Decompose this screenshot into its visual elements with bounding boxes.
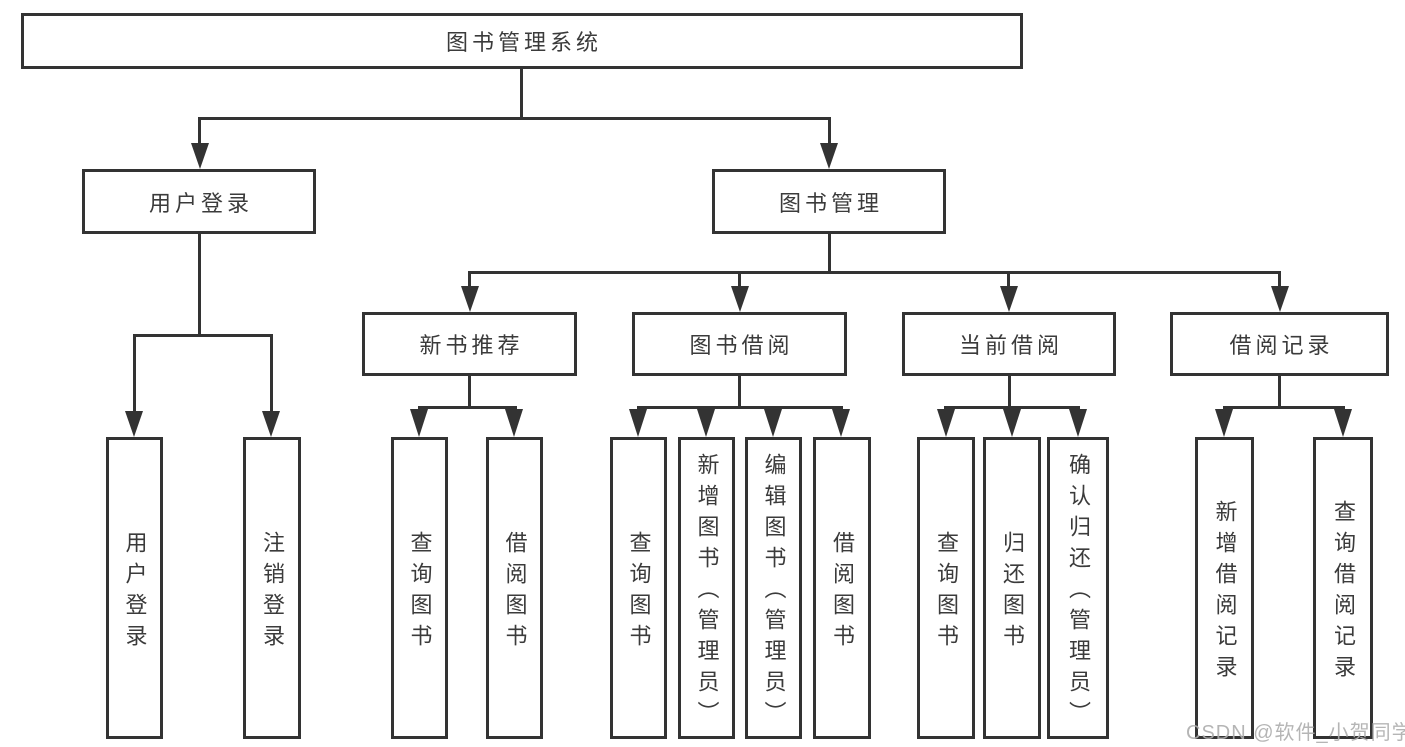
node-book-borrow-label: 图书借阅: [689, 333, 794, 358]
arrowhead-icon: [1215, 409, 1233, 437]
arrowhead-icon: [1334, 409, 1352, 437]
connector-drop: [1007, 271, 1010, 291]
connector-book-borrow-rail: [637, 406, 843, 409]
arrowhead-icon: [505, 409, 523, 437]
connector-book-borrow-stem: [738, 376, 741, 409]
arrowhead-icon: [629, 409, 647, 437]
leaf-user-login: 用户登录: [106, 437, 163, 739]
leaf-add-book-admin-label: 新增图书（管理员）: [694, 453, 720, 732]
leaf-query-borrow-record: 查询借阅记录: [1313, 437, 1373, 739]
connector-borrow-records-rail: [1223, 406, 1345, 409]
node-current-borrow: 当前借阅: [902, 312, 1116, 376]
arrowhead-icon: [764, 409, 782, 437]
arrowhead-icon: [410, 409, 428, 437]
arrowhead-icon: [697, 409, 715, 437]
node-new-book-recommend: 新书推荐: [362, 312, 577, 376]
connector-root-rail: [198, 117, 831, 120]
leaf-logout-label: 注销登录: [260, 530, 285, 655]
node-new-book-recommend-label: 新书推荐: [419, 333, 524, 358]
leaf-borrow-book-recommend: 借阅图书: [486, 437, 543, 739]
arrowhead-icon: [461, 286, 479, 312]
leaf-query-book-borrow: 查询图书: [610, 437, 667, 739]
node-borrow-records-label: 借阅记录: [1229, 333, 1334, 358]
arrowhead-icon: [937, 409, 955, 437]
node-borrow-records: 借阅记录: [1170, 312, 1389, 376]
leaf-query-book-recommend: 查询图书: [391, 437, 448, 739]
leaf-logout: 注销登录: [243, 437, 301, 739]
leaf-query-book-recommend-label: 查询图书: [407, 530, 433, 655]
arrowhead-icon: [820, 143, 838, 169]
connector-drop: [738, 271, 741, 291]
leaf-borrow-book: 借阅图书: [813, 437, 871, 739]
arrowhead-icon: [125, 411, 143, 437]
arrowhead-icon: [191, 143, 209, 169]
connector-book-management-stem: [828, 234, 831, 274]
arrowhead-icon: [1003, 409, 1021, 437]
arrowhead-icon: [1069, 409, 1087, 437]
connector-root-drop-left: [198, 117, 201, 149]
arrowhead-icon: [1000, 286, 1018, 312]
leaf-borrow-book-recommend-label: 借阅图书: [502, 530, 528, 655]
connector-root-drop-right: [828, 117, 831, 149]
leaf-edit-book-admin-label: 编辑图书（管理员）: [761, 453, 787, 732]
connector-drop: [468, 271, 471, 291]
arrowhead-icon: [1271, 286, 1289, 312]
leaf-query-borrow-record-label: 查询借阅记录: [1331, 499, 1356, 686]
watermark: CSDN @软件_小贺同学: [1186, 722, 1405, 744]
arrowhead-icon: [731, 286, 749, 312]
leaf-confirm-return-admin-label: 确认归还（管理员）: [1066, 453, 1091, 732]
connector-current-borrow-stem: [1008, 376, 1011, 409]
leaf-add-borrow-record: 新增借阅记录: [1195, 437, 1254, 739]
node-book-management-label: 图书管理: [778, 190, 883, 216]
node-user-login: 用户登录: [82, 169, 316, 234]
leaf-user-login-label: 用户登录: [122, 530, 148, 655]
leaf-confirm-return-admin: 确认归还（管理员）: [1047, 437, 1109, 739]
node-book-borrow: 图书借阅: [632, 312, 847, 376]
connector-user-login-drop-right: [270, 334, 273, 413]
leaf-query-book-current: 查询图书: [917, 437, 975, 739]
connector-current-borrow-rail: [944, 406, 1080, 409]
leaf-query-book-current-label: 查询图书: [934, 530, 959, 655]
connector-new-book-rail: [418, 406, 517, 409]
node-user-login-label: 用户登录: [148, 190, 253, 216]
node-book-management: 图书管理: [712, 169, 946, 234]
leaf-borrow-book-label: 借阅图书: [830, 530, 855, 655]
connector-book-management-rail: [468, 271, 1281, 274]
arrowhead-icon: [262, 411, 280, 437]
node-root-label: 图书管理系统: [445, 30, 602, 55]
connector-new-book-stem: [468, 376, 471, 409]
connector-drop: [1278, 271, 1281, 291]
leaf-return-book: 归还图书: [983, 437, 1041, 739]
connector-user-login-drop-left: [133, 334, 136, 413]
leaf-return-book-label: 归还图书: [1000, 530, 1025, 655]
connector-root-stem: [520, 69, 523, 118]
connector-user-login-rail: [133, 334, 273, 337]
arrowhead-icon: [832, 409, 850, 437]
node-current-borrow-label: 当前借阅: [958, 333, 1063, 358]
leaf-query-book-borrow-label: 查询图书: [626, 530, 652, 655]
connector-borrow-records-stem: [1278, 376, 1281, 409]
leaf-edit-book-admin: 编辑图书（管理员）: [745, 437, 802, 739]
connector-user-login-stem: [198, 234, 201, 337]
node-root: 图书管理系统: [21, 13, 1023, 69]
leaf-add-book-admin: 新增图书（管理员）: [678, 437, 735, 739]
leaf-add-borrow-record-label: 新增借阅记录: [1212, 499, 1238, 686]
